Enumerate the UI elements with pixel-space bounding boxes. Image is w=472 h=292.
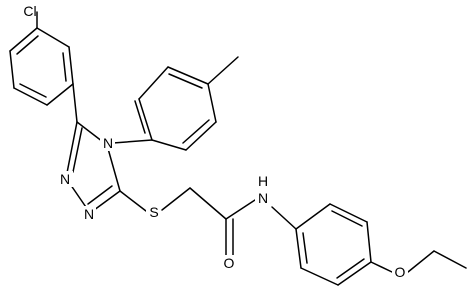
atom-labels: Cl N N N S N H O O — [23, 3, 408, 280]
bond — [189, 187, 227, 220]
bond — [302, 232, 308, 264]
bonds — [9, 11, 467, 286]
bond — [336, 258, 365, 279]
bond — [72, 127, 83, 173]
bond — [134, 100, 146, 134]
bond — [433, 250, 467, 269]
bond — [168, 73, 203, 89]
bond — [295, 228, 302, 269]
bond — [207, 56, 239, 85]
bond — [167, 66, 209, 85]
bond — [138, 66, 169, 100]
bond — [13, 87, 48, 106]
amide-hydrogen-label: H — [258, 173, 268, 189]
bond — [337, 261, 372, 286]
bond — [225, 199, 256, 220]
bond — [36, 27, 70, 48]
bond — [87, 185, 113, 205]
bond — [161, 187, 191, 211]
bond — [185, 121, 217, 151]
bond — [271, 206, 297, 230]
bond — [329, 203, 368, 223]
ether-oxygen-label: O — [395, 264, 406, 280]
triazole-n1-label: N — [84, 206, 94, 222]
triazole-n4-label: N — [103, 135, 113, 151]
bond — [207, 83, 217, 123]
bond — [119, 190, 147, 212]
bond — [366, 221, 372, 263]
bond — [300, 267, 339, 286]
bond — [19, 83, 47, 98]
bond — [106, 144, 121, 192]
amide-nitrogen-label: N — [258, 190, 268, 206]
bond — [65, 121, 78, 179]
bond — [46, 83, 74, 106]
bond — [295, 203, 331, 230]
bond — [68, 46, 74, 85]
triazole-n2-label: N — [60, 171, 70, 187]
bond — [370, 261, 393, 273]
bond — [16, 35, 39, 55]
bond — [407, 250, 435, 273]
carbonyl-oxygen-label: O — [224, 255, 235, 271]
bond — [138, 98, 153, 141]
bond — [151, 139, 187, 151]
bond — [9, 50, 15, 89]
bond — [72, 83, 78, 123]
bond — [331, 210, 363, 227]
sulfur-label: S — [149, 204, 158, 220]
bond — [112, 139, 153, 144]
chlorine-label: Cl — [23, 3, 36, 19]
bond — [9, 27, 38, 52]
bond — [182, 119, 210, 144]
bond — [62, 52, 67, 82]
